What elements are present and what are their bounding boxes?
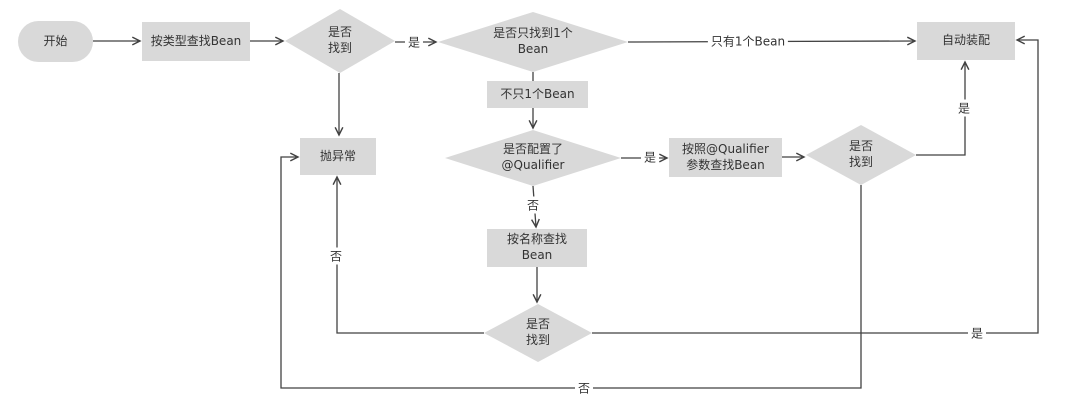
edge-name-found-yes-to-autowire	[592, 35, 1039, 334]
edge-qualifier-found-yes-to-autowire	[916, 60, 970, 156]
edge-qualifier-not-found-no-to-throw	[280, 152, 862, 389]
process-throw-exception: 抛异常	[300, 138, 376, 175]
edge-label-yes-type-found: 是	[404, 33, 424, 51]
edge-label-no-name-not-found: 否	[326, 247, 346, 265]
edge-label-yes-qualifier-configured: 是	[640, 148, 660, 166]
process-find-bean-by-qualifier: 按照@Qualifier 参数查找Bean	[669, 138, 782, 177]
start-node: 开始	[18, 21, 93, 62]
process-autowire: 自动装配	[917, 22, 1015, 60]
process-find-bean-by-name: 按名称查找 Bean	[487, 229, 587, 267]
edge-label-yes-name-found: 是	[967, 324, 987, 342]
edge-label-no-qualifier: 否	[523, 196, 543, 214]
edge-label-box-not-only-one-bean: 不只1个Bean	[487, 81, 588, 108]
edge-label-no-qualifier-not-found: 否	[574, 379, 594, 397]
edge-label-only-one-bean: 只有1个Bean	[707, 32, 789, 50]
process-find-bean-by-type: 按类型查找Bean	[142, 22, 250, 61]
edge-name-not-found-no-to-throw	[332, 175, 484, 334]
edge-label-yes-qualifier-found: 是	[954, 99, 974, 117]
